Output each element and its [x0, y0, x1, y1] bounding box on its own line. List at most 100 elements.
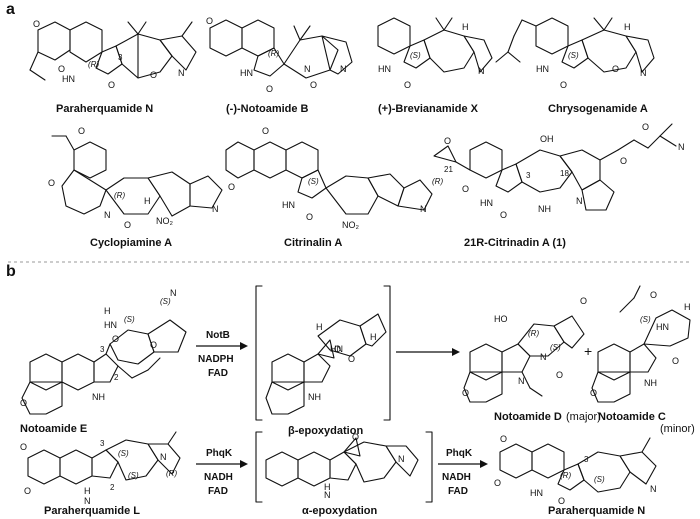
enzyme-phqk-2: PhqK	[446, 448, 473, 459]
atom-h-pl: H	[84, 486, 91, 496]
stereo-r-pn: (R)	[560, 471, 571, 480]
atom-o-pn-2: O	[494, 478, 501, 488]
atom-n-10: N	[678, 142, 685, 152]
atom-o-4: O	[150, 70, 157, 80]
atom-num-21: 21	[444, 165, 453, 174]
atom-o-15: O	[228, 182, 235, 192]
structure-notoamide-c	[591, 285, 691, 403]
compound-name-paraherquamide-n: Paraherquamide N	[56, 103, 153, 115]
structure-notoamide-b	[209, 19, 353, 79]
atom-n-1: N	[178, 68, 185, 78]
atom-n-nd-2: N	[518, 376, 525, 386]
cofactor-nadh-2: NADH	[442, 472, 471, 483]
reaction-arrowhead-phqk-1	[240, 460, 248, 468]
atom-n-4: N	[478, 66, 485, 76]
stereo-s-1: (S)	[410, 51, 421, 60]
structure-citrinadin-a	[433, 123, 677, 211]
atom-o-nc-3: O	[590, 388, 597, 398]
structure-paraherquamide-l	[27, 431, 181, 485]
atom-hn-int1: HN	[330, 344, 343, 354]
cofactor-fad-1: FAD	[208, 368, 228, 379]
atom-o-9: O	[560, 80, 567, 90]
atom-o-ne-1: O	[20, 398, 27, 408]
atom-o-5: O	[206, 16, 213, 26]
bracket-right-2	[425, 431, 433, 503]
atom-h-2: H	[624, 22, 631, 32]
stereo-s-nc: (S)	[640, 315, 651, 324]
compound-name-notoamide-d: Notoamide D	[494, 411, 562, 423]
atom-num-3-ne: 3	[100, 345, 105, 354]
atom-nh-int1: NH	[308, 392, 321, 402]
atom-n-pn: N	[650, 484, 657, 494]
stereo-r-2: (R)	[268, 49, 279, 58]
stereo-s-pl-2: (S)	[128, 471, 139, 480]
stereo-s-2: (S)	[568, 51, 579, 60]
atom-n-pl-2: N	[160, 452, 167, 462]
atom-num-3b: 3	[526, 171, 531, 180]
structure-intermediate-beta	[265, 313, 387, 415]
atom-n-ne: N	[170, 288, 177, 298]
structure-paraherquamide-n-product	[499, 437, 657, 493]
atom-h-ne: H	[104, 306, 111, 316]
structure-chrysogenamide-a	[495, 17, 655, 73]
atom-o-pn-1: O	[500, 434, 507, 444]
structure-intermediate-alpha	[265, 437, 419, 487]
atom-n-3: N	[340, 64, 347, 74]
atom-hn-3: HN	[378, 64, 391, 74]
label-beta-epoxydation: β-epoxydation	[288, 425, 363, 437]
atom-hn-1: HN	[62, 74, 75, 84]
atom-o-3: O	[108, 80, 115, 90]
atom-no2-2: NO₂	[342, 220, 360, 230]
atom-h-nc: H	[684, 302, 691, 312]
atom-h-int2: H	[324, 482, 331, 492]
atom-o-12: O	[48, 178, 55, 188]
atom-n-int2b: N	[398, 454, 405, 464]
atom-hn-2: HN	[240, 68, 253, 78]
atom-n-5: N	[640, 68, 647, 78]
atom-o-pl-1: O	[20, 442, 27, 452]
atom-h-int1b: H	[370, 332, 377, 342]
atom-o-11: O	[78, 126, 85, 136]
plus-sign: +	[584, 343, 592, 359]
cofactor-nadh-1: NADH	[204, 472, 233, 483]
atom-num-3: 3	[118, 53, 123, 62]
compound-name-citrinalin-a: Citrinalin A	[284, 237, 342, 249]
bracket-left-2	[255, 431, 263, 503]
atom-o-ne-3: O	[150, 340, 157, 350]
atom-hn-5: HN	[282, 200, 295, 210]
compound-name-notoamide-e: Notoamide E	[20, 423, 87, 435]
atom-o-int2: O	[352, 432, 359, 442]
bracket-left-1	[255, 285, 263, 421]
enzyme-notb: NotB	[206, 330, 230, 341]
reaction-arrowhead-phqk-2	[480, 460, 488, 468]
atom-num-2-pl: 2	[110, 483, 115, 492]
stereo-s-ne-2: (S)	[160, 297, 171, 306]
stereo-r-pl: (R)	[166, 469, 177, 478]
atom-o-1: O	[33, 19, 40, 29]
atom-o-8: O	[404, 80, 411, 90]
atom-o-16: O	[306, 212, 313, 222]
stereo-s-pn: (S)	[594, 475, 605, 484]
compound-note-major: (major)	[566, 411, 601, 423]
atom-o-21: O	[642, 122, 649, 132]
stereo-s-pl-1: (S)	[118, 449, 129, 458]
structure-cyclopiamine-a	[51, 135, 223, 217]
panel-label-b: b	[6, 263, 16, 280]
atom-n-9: N	[576, 196, 583, 206]
atom-o-nd-2: O	[556, 370, 563, 380]
atom-hn-6: HN	[480, 198, 493, 208]
atom-o-19: O	[500, 210, 507, 220]
panel-label-a: a	[6, 1, 15, 18]
compound-note-minor: (minor)	[660, 423, 695, 435]
atom-n-7: N	[212, 204, 219, 214]
structure-citrinalin-a	[225, 141, 433, 215]
atom-ho-nd: HO	[494, 314, 508, 324]
atom-no2-1: NO₂	[156, 216, 174, 226]
atom-n-8: N	[420, 204, 427, 214]
atom-num-2-ne: 2	[114, 373, 119, 382]
compound-name-notoamide-b: (-)-Notoamide B	[226, 103, 309, 115]
reaction-arrowhead-1b	[452, 348, 460, 356]
reaction-arrowhead-notb	[240, 342, 248, 350]
stereo-r-4: (R)	[432, 177, 443, 186]
